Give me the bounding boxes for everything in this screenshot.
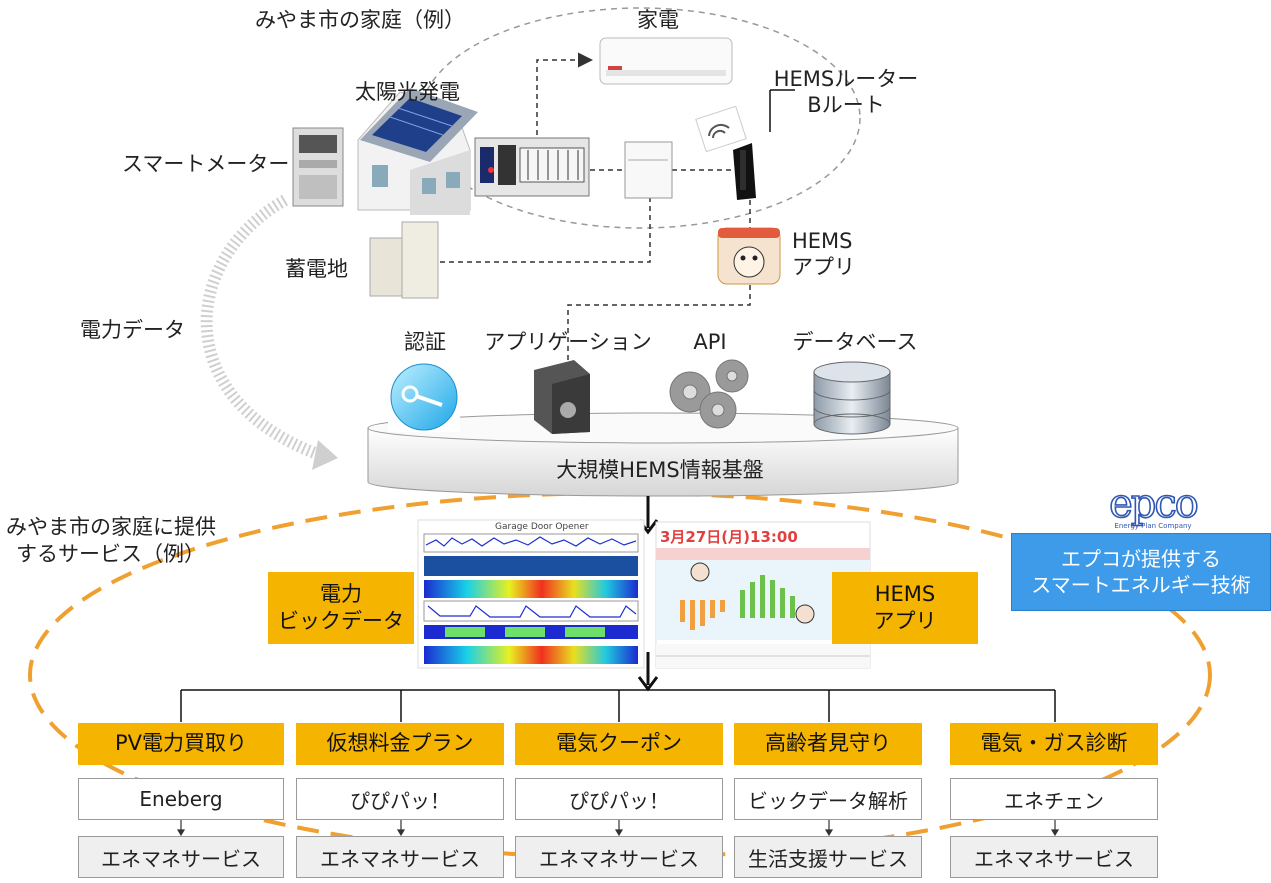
bigdata-chart-title: Garage Door Opener [495,522,589,532]
hems-app-icon [717,227,781,285]
link-distribution-to-appliance [536,52,593,135]
service-virtual-plan: 仮想料金プラン [296,723,504,765]
solar-label: 太陽光発電 [355,80,460,104]
smart-meter-icon [292,127,344,207]
tech-pipipa-1: ぴぴパッ！ [296,778,504,820]
services-region-title-line1: みやま市の家庭に提供 [6,515,216,539]
gears-icon [669,359,749,429]
provider-enemane-3: エネマネサービス [515,836,723,878]
bigdata-box-line2: ビックデータ [278,609,404,633]
hems-app-box-line2: アプリ [873,609,937,633]
power-monitor-icon [624,141,673,199]
platform-title: 大規模HEMS情報基盤 [556,458,764,482]
epco-tech-box: エプコが提供する スマートエネルギー技術 [1011,533,1271,611]
services-region-title: みやま市の家庭に提供 するサービス（例） [6,514,216,569]
provider-enemane-1: エネマネサービス [78,836,284,878]
air-conditioner-icon [599,37,733,85]
bigdata-chart-image [417,519,645,669]
battery-icon [369,221,439,299]
service-energy-diagnosis: 電気・ガス診断 [950,723,1158,765]
link-app-to-platform [567,285,751,362]
power-data-label: 電力データ [80,318,185,342]
appliance-label: 家電 [637,8,679,32]
hems-app-label: HEMS アプリ [792,228,855,281]
provider-life-support: 生活支援サービス [734,836,922,878]
service-electric-coupon: 電気クーポン [515,723,723,765]
hems-platform-cylinder [367,412,959,497]
epco-logo-text: epco [1108,481,1199,527]
service-tree-lines [180,689,1056,722]
database-icon [813,361,891,435]
router-label: HEMSルーター Bルート [756,66,936,119]
component-api-label: API [693,330,727,354]
component-auth-label: 認証 [404,330,446,354]
tech-pipipa-2: ぴぴパッ！ [515,778,723,820]
service-pv-purchase: PV電力買取り [78,723,284,765]
link-battery-to-monitor [440,192,651,263]
service-elderly-watch: 高齢者見守り [734,723,922,765]
distribution-board-icon [474,137,590,197]
router-label-line1: HEMSルーター [773,67,919,91]
bigdata-box: 電力 ビックデータ [268,572,414,644]
provider-enemane-4: エネマネサービス [950,836,1158,878]
tech-bigdata-analysis: ビックデータ解析 [734,778,922,820]
hems-app-label-line1: HEMS [792,229,853,253]
component-database-label: データベース [792,330,918,354]
bigdata-box-line1: 電力 [320,581,362,606]
hems-app-box-line1: HEMS [874,581,936,606]
key-icon [388,362,460,432]
server-icon [534,360,590,434]
epco-tech-line1: エプコが提供する [1061,547,1221,571]
tech-eneberg: Eneberg [78,778,284,820]
epco-tech-line2: スマートエネルギー技術 [1031,573,1251,597]
battery-label: 蓄電地 [285,257,348,281]
wifi-icon [695,105,747,153]
services-region-title-line2: するサービス（例） [16,542,205,567]
epco-logo-subtext: Energy Plan Company [1114,522,1192,530]
hems-app-box: HEMS アプリ [832,572,978,644]
smart-meter-label: スマートメーター [122,152,290,176]
tech-enechen: エネチェン [950,778,1158,820]
household-title: みやま市の家庭（例） [255,8,465,32]
router-icon [733,143,756,200]
app-screen-date: 3月27日(月)13:00 [660,528,798,546]
house-solar-icon [357,88,478,215]
provider-enemane-2: エネマネサービス [296,836,504,878]
component-application-label: アプリゲーション [484,330,652,354]
power-data-arrow [200,194,323,461]
hems-app-label-line2: アプリ [792,255,855,280]
epco-logo: epco Energy Plan Company [1073,481,1233,532]
router-label-line2: Bルート [807,93,885,118]
